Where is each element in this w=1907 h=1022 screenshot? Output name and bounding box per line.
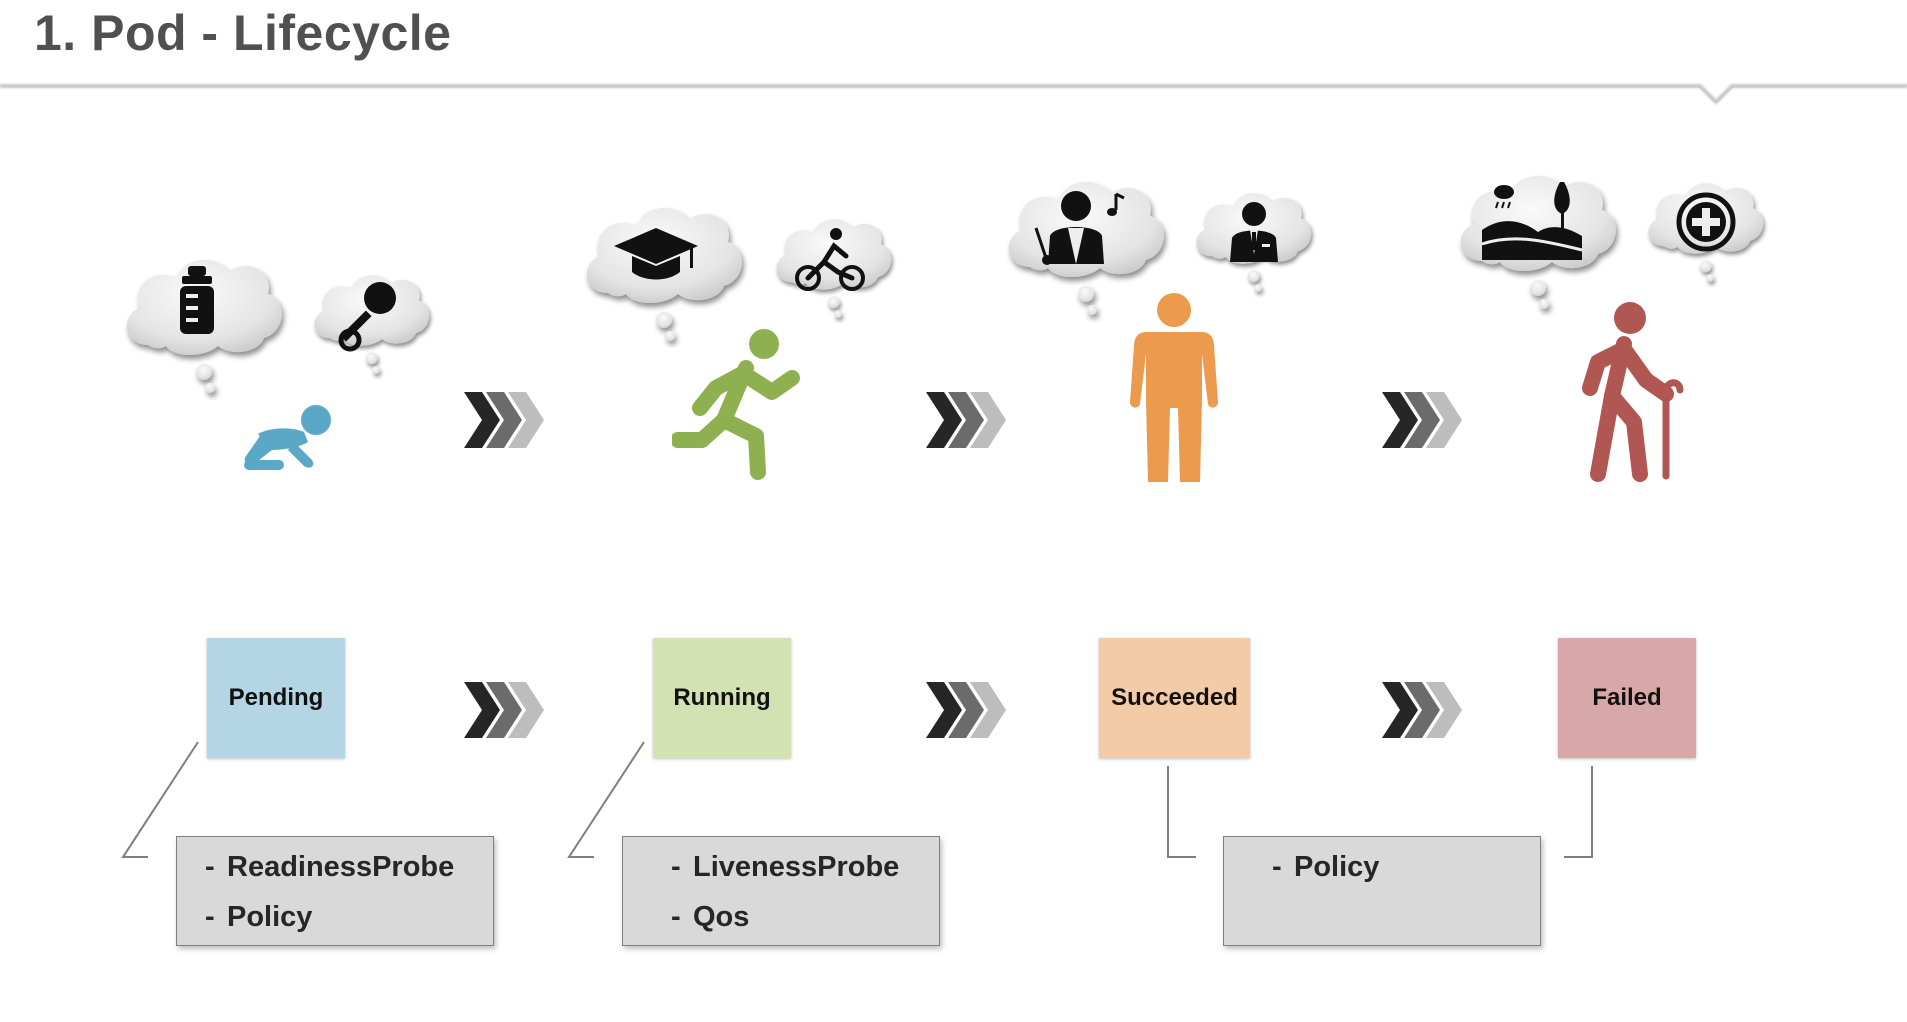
- landscape-icon: [1481, 182, 1583, 260]
- thought-cloud-medical: [1648, 183, 1764, 282]
- note-item: -LivenessProbe: [671, 851, 900, 883]
- page-title: 1. Pod - Lifecycle: [34, 5, 452, 61]
- triple-chevron-icon: [464, 682, 544, 738]
- triple-chevron-icon: [464, 392, 544, 448]
- state-succeeded: Succeeded: [1099, 638, 1250, 758]
- thought-cloud-bottle: [126, 259, 282, 393]
- note-running: -LivenessProbe -Qos: [622, 836, 940, 946]
- thought-cloud-landscape: [1460, 175, 1616, 309]
- thought-cloud-graduation: [586, 207, 742, 341]
- note-item: -Policy: [205, 901, 313, 933]
- state-label: Succeeded: [1111, 684, 1238, 711]
- state-running: Running: [653, 638, 791, 758]
- graduation-cap-icon: [614, 228, 698, 280]
- cyclist-icon: [795, 228, 865, 291]
- thought-cloud-conductor: [1008, 181, 1164, 315]
- state-label: Running: [673, 684, 771, 711]
- conductor-icon: [1034, 191, 1125, 265]
- note-succeeded-failed: -Policy: [1223, 836, 1541, 946]
- crawling-baby-icon: [244, 405, 331, 470]
- connector-failed: [1564, 766, 1593, 858]
- note-item: -ReadinessProbe: [205, 851, 455, 883]
- rattle-icon: [338, 282, 396, 352]
- medical-cross-icon: [1676, 192, 1736, 252]
- note-pending: -ReadinessProbe -Policy: [176, 836, 494, 946]
- note-item: -Policy: [1272, 851, 1380, 883]
- standing-person-icon: [1130, 293, 1218, 482]
- running-person-icon: [672, 329, 800, 480]
- note-item: -Qos: [671, 901, 750, 933]
- thought-cloud-cyclist: [776, 219, 892, 318]
- state-pending: Pending: [207, 638, 345, 758]
- state-label: Pending: [228, 684, 324, 711]
- triple-chevron-icon: [1382, 682, 1462, 738]
- triple-chevron-icon: [926, 682, 1006, 738]
- thought-cloud-rattle: [314, 275, 430, 374]
- title-underline: [0, 84, 1907, 105]
- thought-cloud-businessman: [1196, 193, 1312, 292]
- triple-chevron-icon: [926, 392, 1006, 448]
- elderly-person-with-cane-icon: [1582, 302, 1684, 482]
- triple-chevron-icon: [1382, 392, 1462, 448]
- state-label: Failed: [1592, 684, 1662, 711]
- baby-bottle-icon: [180, 266, 214, 334]
- state-failed: Failed: [1558, 638, 1696, 758]
- connector-succeeded: [1167, 766, 1196, 858]
- businessman-icon: [1230, 202, 1278, 262]
